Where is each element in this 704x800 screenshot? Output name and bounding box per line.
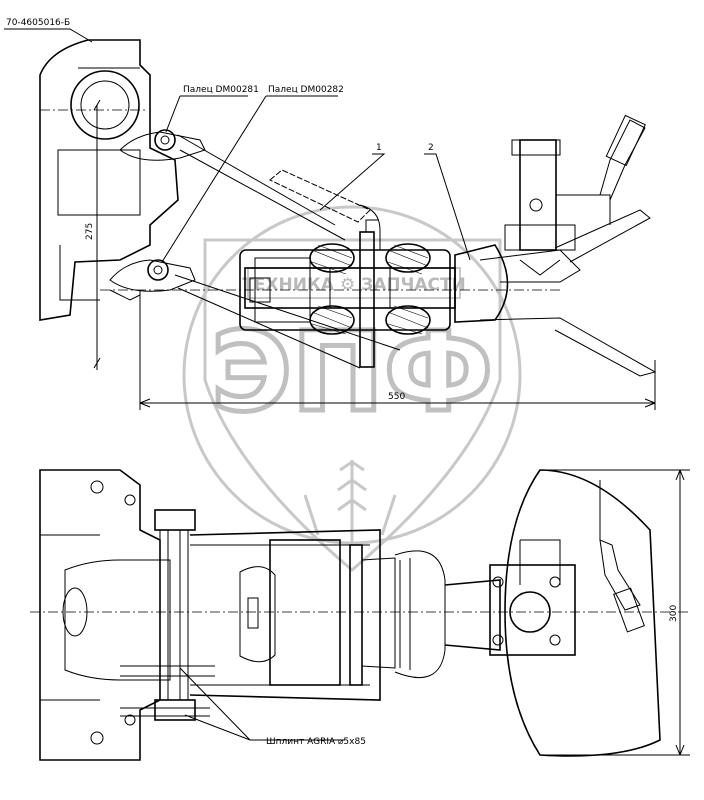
dimension-300-label: 300 [669,605,679,622]
callout-cotter-label: Шплинт AGRIA ⌀5x85 [266,737,366,747]
callout-position-2: 2 [424,143,471,261]
watermark-letters: ЭПФ [211,308,493,436]
dimension-550-label: 550 [388,392,405,402]
watermark-banner: ТЕХНИКА ⚙ ЗАПЧАСТИ [242,275,466,295]
callout-position-1: 1 [319,143,386,211]
title-block: 70-4605016-Б [4,18,93,43]
callout-position-1-label: 1 [376,143,382,153]
drawing-number: 70-4605016-Б [6,18,70,28]
dimension-275-label: 275 [85,223,95,240]
damper-assembly [239,219,456,368]
callout-pin-dm00281: Палец DM00281 [165,85,259,133]
callout-pin-dm00281-label: Палец DM00281 [183,85,259,95]
side-view: 275 550 Палец DM00281 Палец DM00282 1 2 [39,39,657,410]
callout-pin-dm00282-label: Палец DM00282 [268,85,344,95]
callout-cotter: Шплинт AGRIA ⌀5x85 [179,667,366,747]
watermark: ТЕХНИКА ⚙ ЗАПЧАСТИ ЭПФ [182,205,522,572]
callout-pin-dm00282: Палец DM00282 [161,85,344,263]
dimension-300: 300 [540,469,690,756]
plan-view: 300 Шплинт AGRIA ⌀5x85 [30,469,690,761]
dimension-275: 275 [85,99,101,370]
dimension-550: 550 [139,290,656,410]
callout-position-2-label: 2 [428,143,434,153]
